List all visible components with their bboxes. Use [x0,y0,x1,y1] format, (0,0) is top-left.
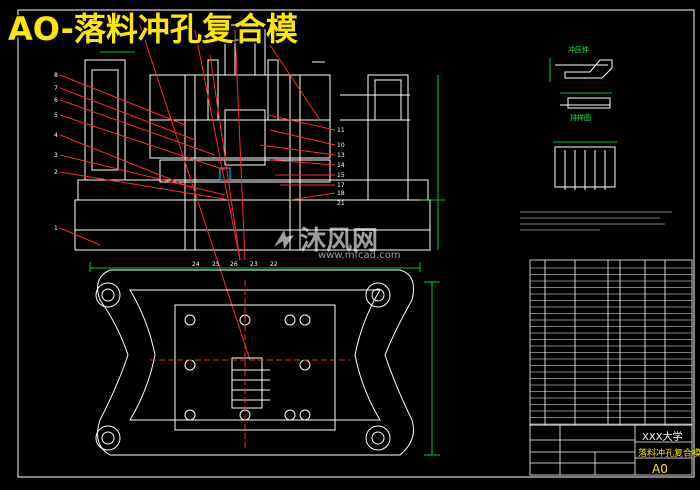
balloon-number: 6 [54,97,58,104]
plan-view [95,269,414,456]
balloon-number: 1 [54,225,58,232]
balloon-labels-bottom: 24 25 26 23 22 [192,261,278,268]
part-view-label-1: 冲压件 [568,45,589,54]
balloon-number: 22 [270,261,278,268]
balloon-number: 26 [230,261,238,268]
balloon-number: 23 [250,261,258,268]
balloon-number: 2 [54,169,58,176]
leader-lines [59,24,336,361]
balloon-number: 24 [192,261,200,268]
balloon-number: 25 [212,261,220,268]
title-block-school: XXX大学 [642,432,683,443]
balloon-number: 18 [337,190,345,197]
balloon-number: 10 [337,142,345,149]
balloon-number: 5 [54,112,58,119]
balloon-number: 7 [54,85,58,92]
watermark-brand: 沐风网 [300,226,379,256]
drawing-title: AO-落料冲孔复合模 [8,10,298,48]
balloon-number: 15 [337,172,345,179]
watermark-logo-icon [274,229,294,249]
balloon-number: 4 [54,132,58,139]
balloon-labels-left: 8 7 6 5 4 3 2 1 [54,72,58,232]
part-view-label-2: 排样图 [570,113,591,122]
balloon-number: 11 [337,127,345,134]
watermark: 沐风网 [272,220,378,257]
balloon-number: 8 [54,72,58,79]
balloon-number: 21 [337,200,345,207]
drawing-frame [17,9,695,478]
part-dimensions [549,58,617,143]
balloon-number: 3 [54,152,58,159]
technical-notes [520,211,672,231]
balloon-number: 14 [337,162,345,169]
watermark-url: www.mfcad.com [318,250,401,261]
part-detail-views [554,59,616,190]
title-block [529,424,693,476]
balloon-number: 17 [337,182,345,189]
title-block-drawing-code: A0 [652,462,668,476]
title-block-drawing-name: 落料冲孔复合模 [638,449,700,459]
parts-list-table [529,259,693,426]
balloon-number: 13 [337,152,345,159]
dimension-lines [89,51,445,456]
parts-list-rows [530,267,692,425]
